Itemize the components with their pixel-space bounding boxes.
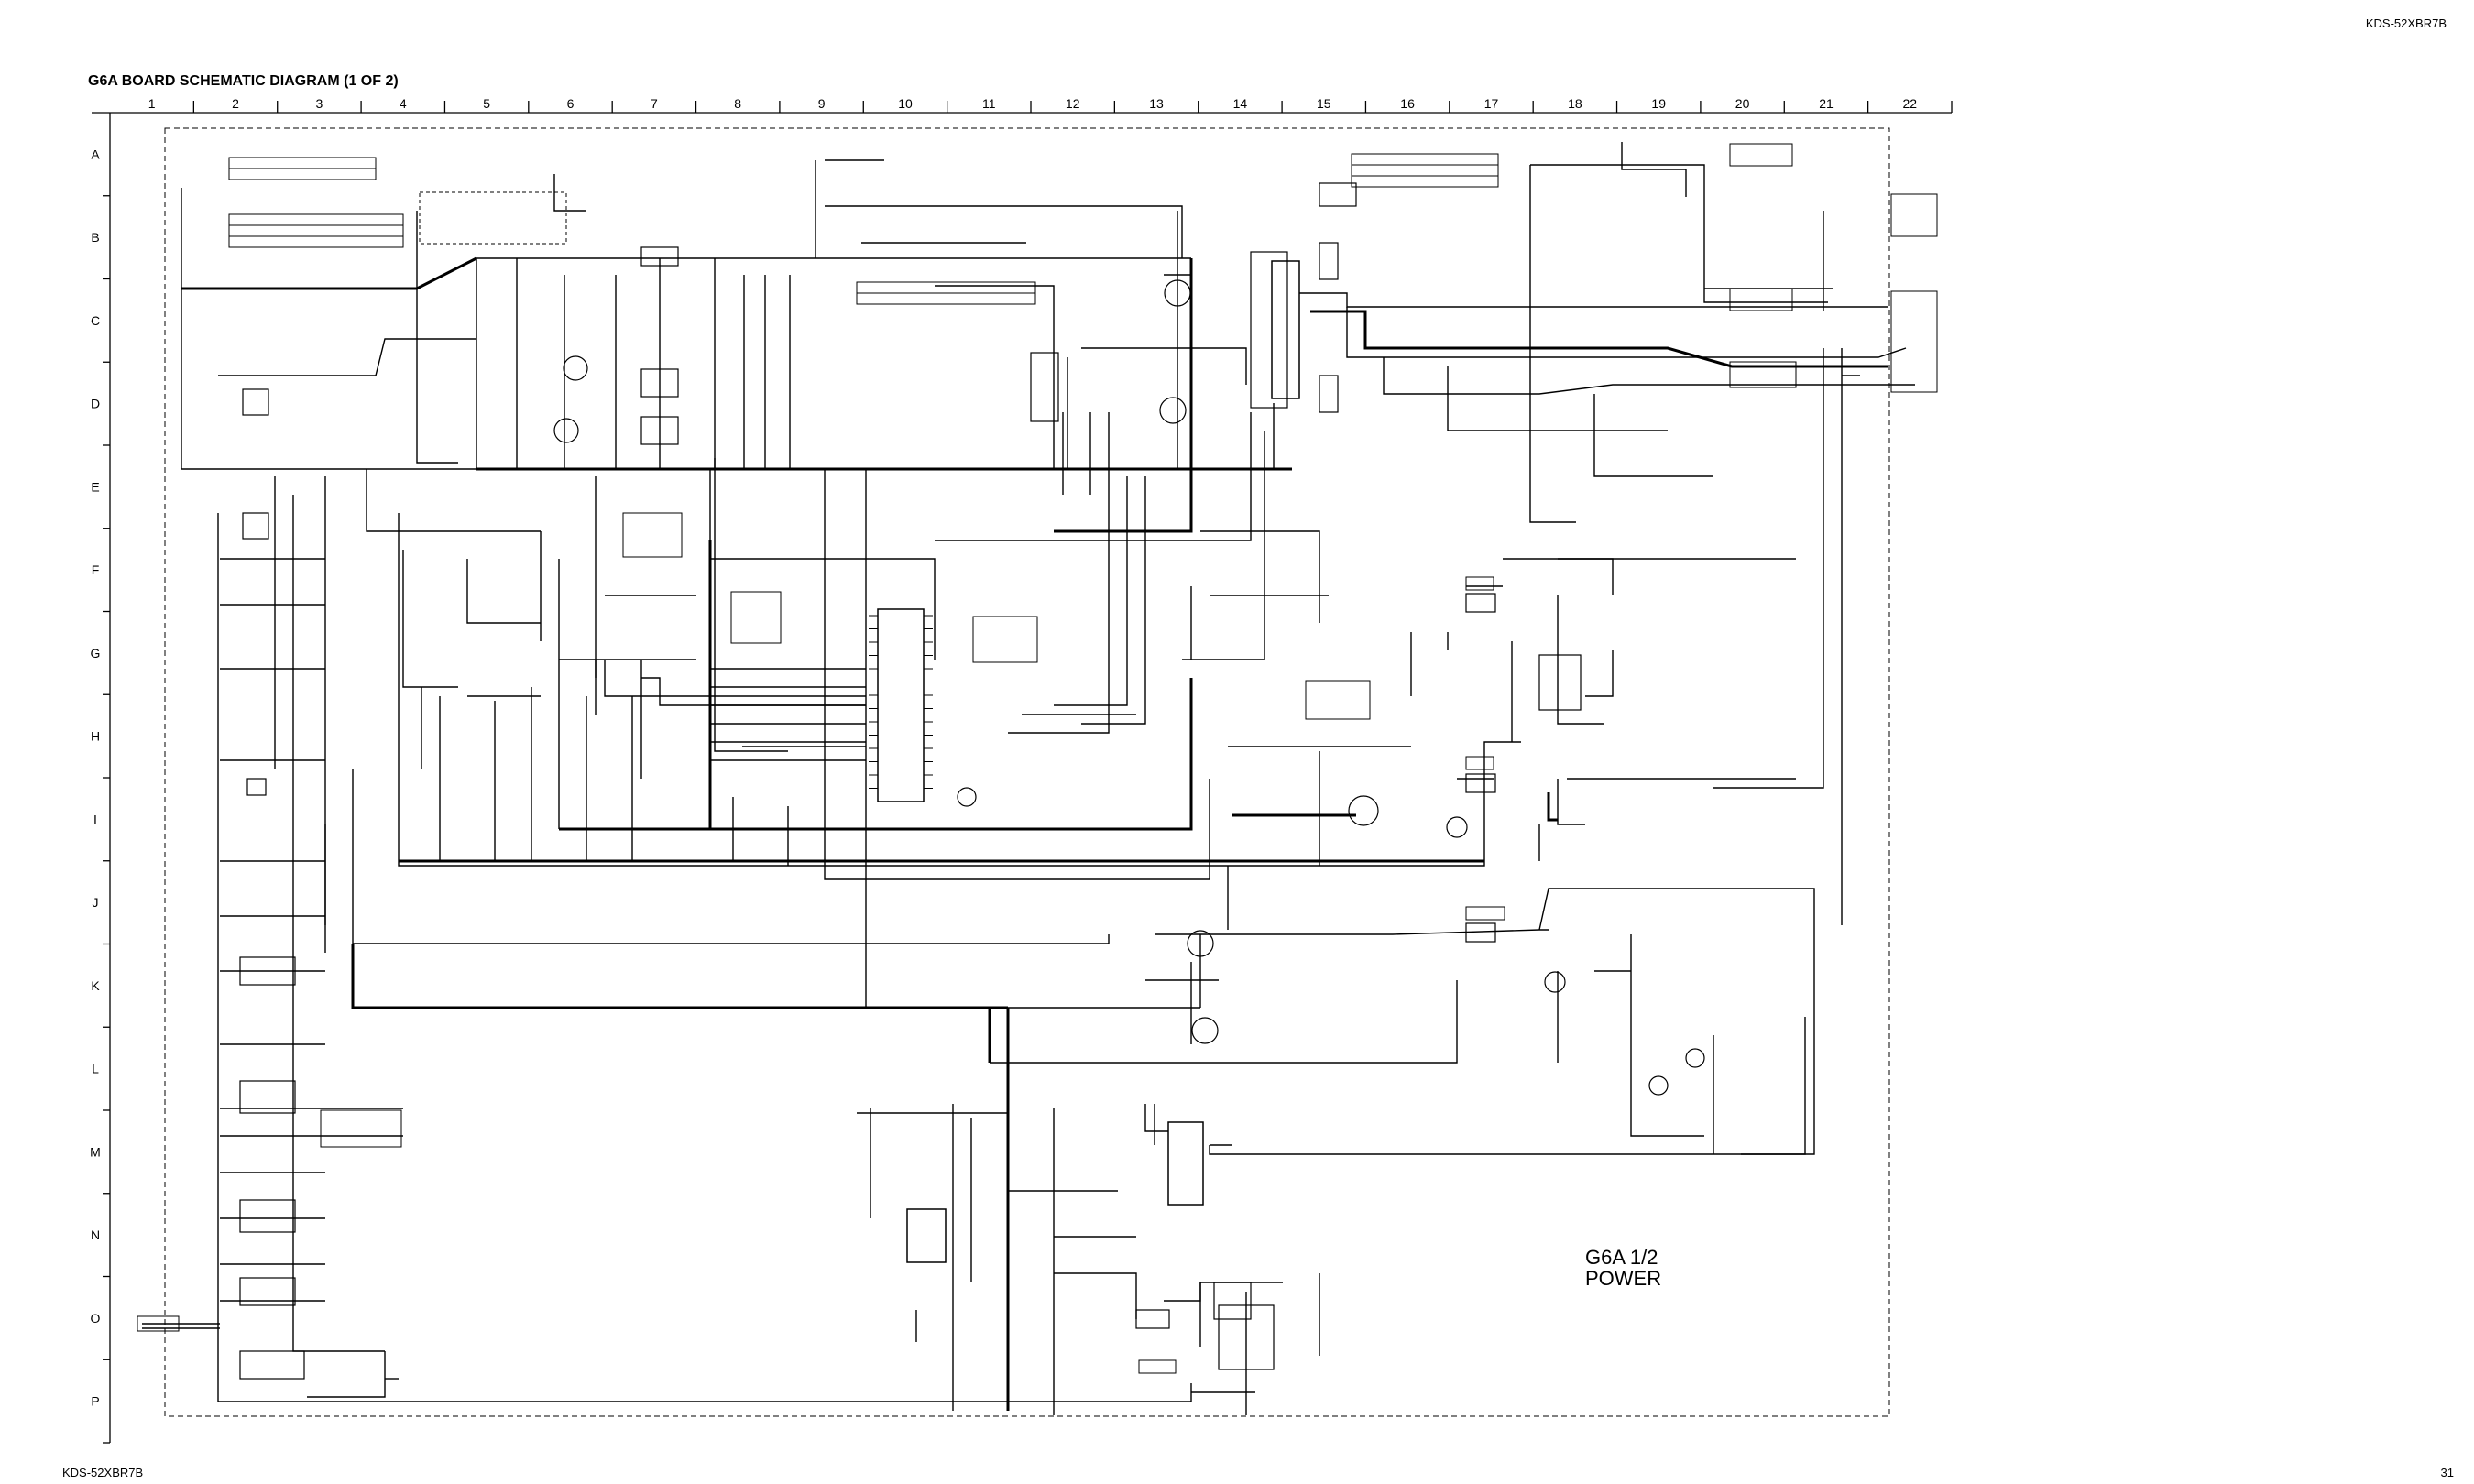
column-label: 1: [148, 96, 156, 111]
ic-pins: [869, 615, 933, 789]
column-label: 14: [1233, 96, 1248, 111]
column-label: 4: [400, 96, 407, 111]
row-label: K: [91, 978, 100, 993]
ic-main: [877, 260, 1300, 1263]
row-label: P: [91, 1394, 99, 1409]
row-label: G: [91, 646, 101, 660]
column-label: 17: [1484, 96, 1499, 111]
column-ruler: [92, 101, 1953, 114]
row-label: F: [92, 562, 100, 577]
row-ruler: [103, 113, 111, 1444]
page-title: G6A BOARD SCHEMATIC DIAGRAM (1 OF 2): [88, 73, 399, 89]
column-label: 16: [1400, 96, 1415, 111]
column-label: 6: [567, 96, 575, 111]
row-label: H: [91, 729, 100, 744]
column-label: 15: [1317, 96, 1331, 111]
row-label: L: [92, 1062, 99, 1076]
model-number-bottom: KDS-52XBR7B: [62, 1466, 144, 1479]
row-label: B: [91, 230, 99, 245]
column-label: 13: [1149, 96, 1164, 111]
column-label: 7: [651, 96, 658, 111]
column-label: 11: [982, 96, 996, 111]
column-label: 18: [1568, 96, 1582, 111]
column-label: 10: [898, 96, 913, 111]
power-bus: [181, 256, 1888, 1411]
column-label: 20: [1735, 96, 1750, 111]
page-number: 31: [2440, 1466, 2454, 1479]
row-label: C: [91, 313, 100, 328]
column-label: 19: [1651, 96, 1666, 111]
row-label: J: [93, 895, 99, 910]
column-label: 3: [316, 96, 323, 111]
column-label: 21: [1819, 96, 1834, 111]
column-label: 22: [1903, 96, 1918, 111]
row-label: A: [91, 147, 100, 161]
row-label: I: [93, 812, 97, 826]
column-label: 5: [483, 96, 490, 111]
row-label: E: [91, 479, 99, 494]
row-label: D: [91, 397, 100, 411]
row-label: N: [91, 1228, 100, 1242]
column-label: 9: [818, 96, 826, 111]
parts-tables: [137, 143, 1938, 1374]
row-labels: A B C D E F G H I J K L M N O P: [90, 147, 101, 1408]
row-label: O: [91, 1311, 101, 1326]
wiring: [142, 142, 1915, 1415]
column-label: 8: [734, 96, 741, 111]
board-outline: [164, 127, 1890, 1417]
column-label: 12: [1066, 96, 1080, 111]
column-label: 2: [232, 96, 239, 111]
row-label: M: [90, 1144, 101, 1159]
model-number-top: KDS-52XBR7B: [2365, 16, 2447, 30]
board-label-line2: POWER: [1585, 1267, 1661, 1290]
components: [239, 182, 1705, 1380]
board-label-line1: G6A 1/2: [1585, 1246, 1658, 1269]
